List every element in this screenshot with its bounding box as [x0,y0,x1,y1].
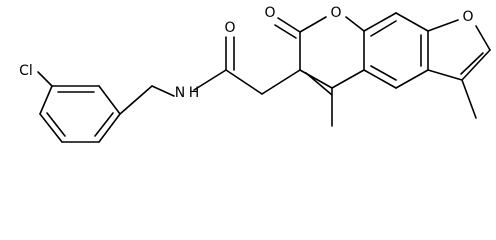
bond-pyr-6 [299,69,333,89]
bond-ch2-n [151,85,175,97]
atom-label-furan-oxygen: O [462,9,473,25]
bond-lactone-co-2 [274,24,297,39]
bond-ring-a-inner2 [94,112,114,137]
atom-label-amide-hydrogen: H [189,85,200,101]
bond-methyl-furan [461,79,477,119]
bond-ben-inner1 [370,20,397,37]
bond-ring-a2 [39,113,63,143]
bond-pyr-5 [331,69,365,89]
bond-pyr-inner [305,72,333,96]
atom-label-lactone-carbonyl-oxygen: O [264,5,275,21]
bond-ring-a-inner1 [46,112,66,137]
bond-fur-4 [427,69,463,81]
atom-label-amide-nitrogen: N [175,85,185,101]
atom-labels: Cl N H O O O O [19,5,473,101]
bond-ring-a4 [98,113,121,143]
bond-ch2-coumarin [261,69,301,95]
atom-label-lactone-ring-oxygen: O [330,5,341,21]
bond-pyr-3 [345,16,365,32]
bond-n-co [193,69,227,91]
bond-ben-4 [395,69,429,89]
bond-ring-a1 [39,85,53,115]
bond-cl-ring [37,71,53,87]
atom-label-carbonyl-oxygen: O [224,20,235,36]
atom-label-chlorine: Cl [19,63,33,79]
bond-fur-3 [461,49,491,81]
bond-fur-2 [475,25,491,51]
bond-co-ch2 [225,69,263,95]
bond-ben-inner3 [370,65,397,81]
bond-fur-1 [427,19,459,32]
molecule-structure-diagram: Cl N H O O O O [19,5,491,143]
bond-pyr-2 [299,16,327,33]
bond-fur-inner [460,52,484,75]
bond-ring-ch2 [119,85,153,115]
bond-ben-2 [395,12,429,32]
bond-ring-a5 [98,85,121,115]
bond-lines [37,12,491,143]
bond-ben-1 [363,12,397,32]
bond-ben-5 [363,69,397,89]
bond-lactone-co-1 [277,17,301,33]
